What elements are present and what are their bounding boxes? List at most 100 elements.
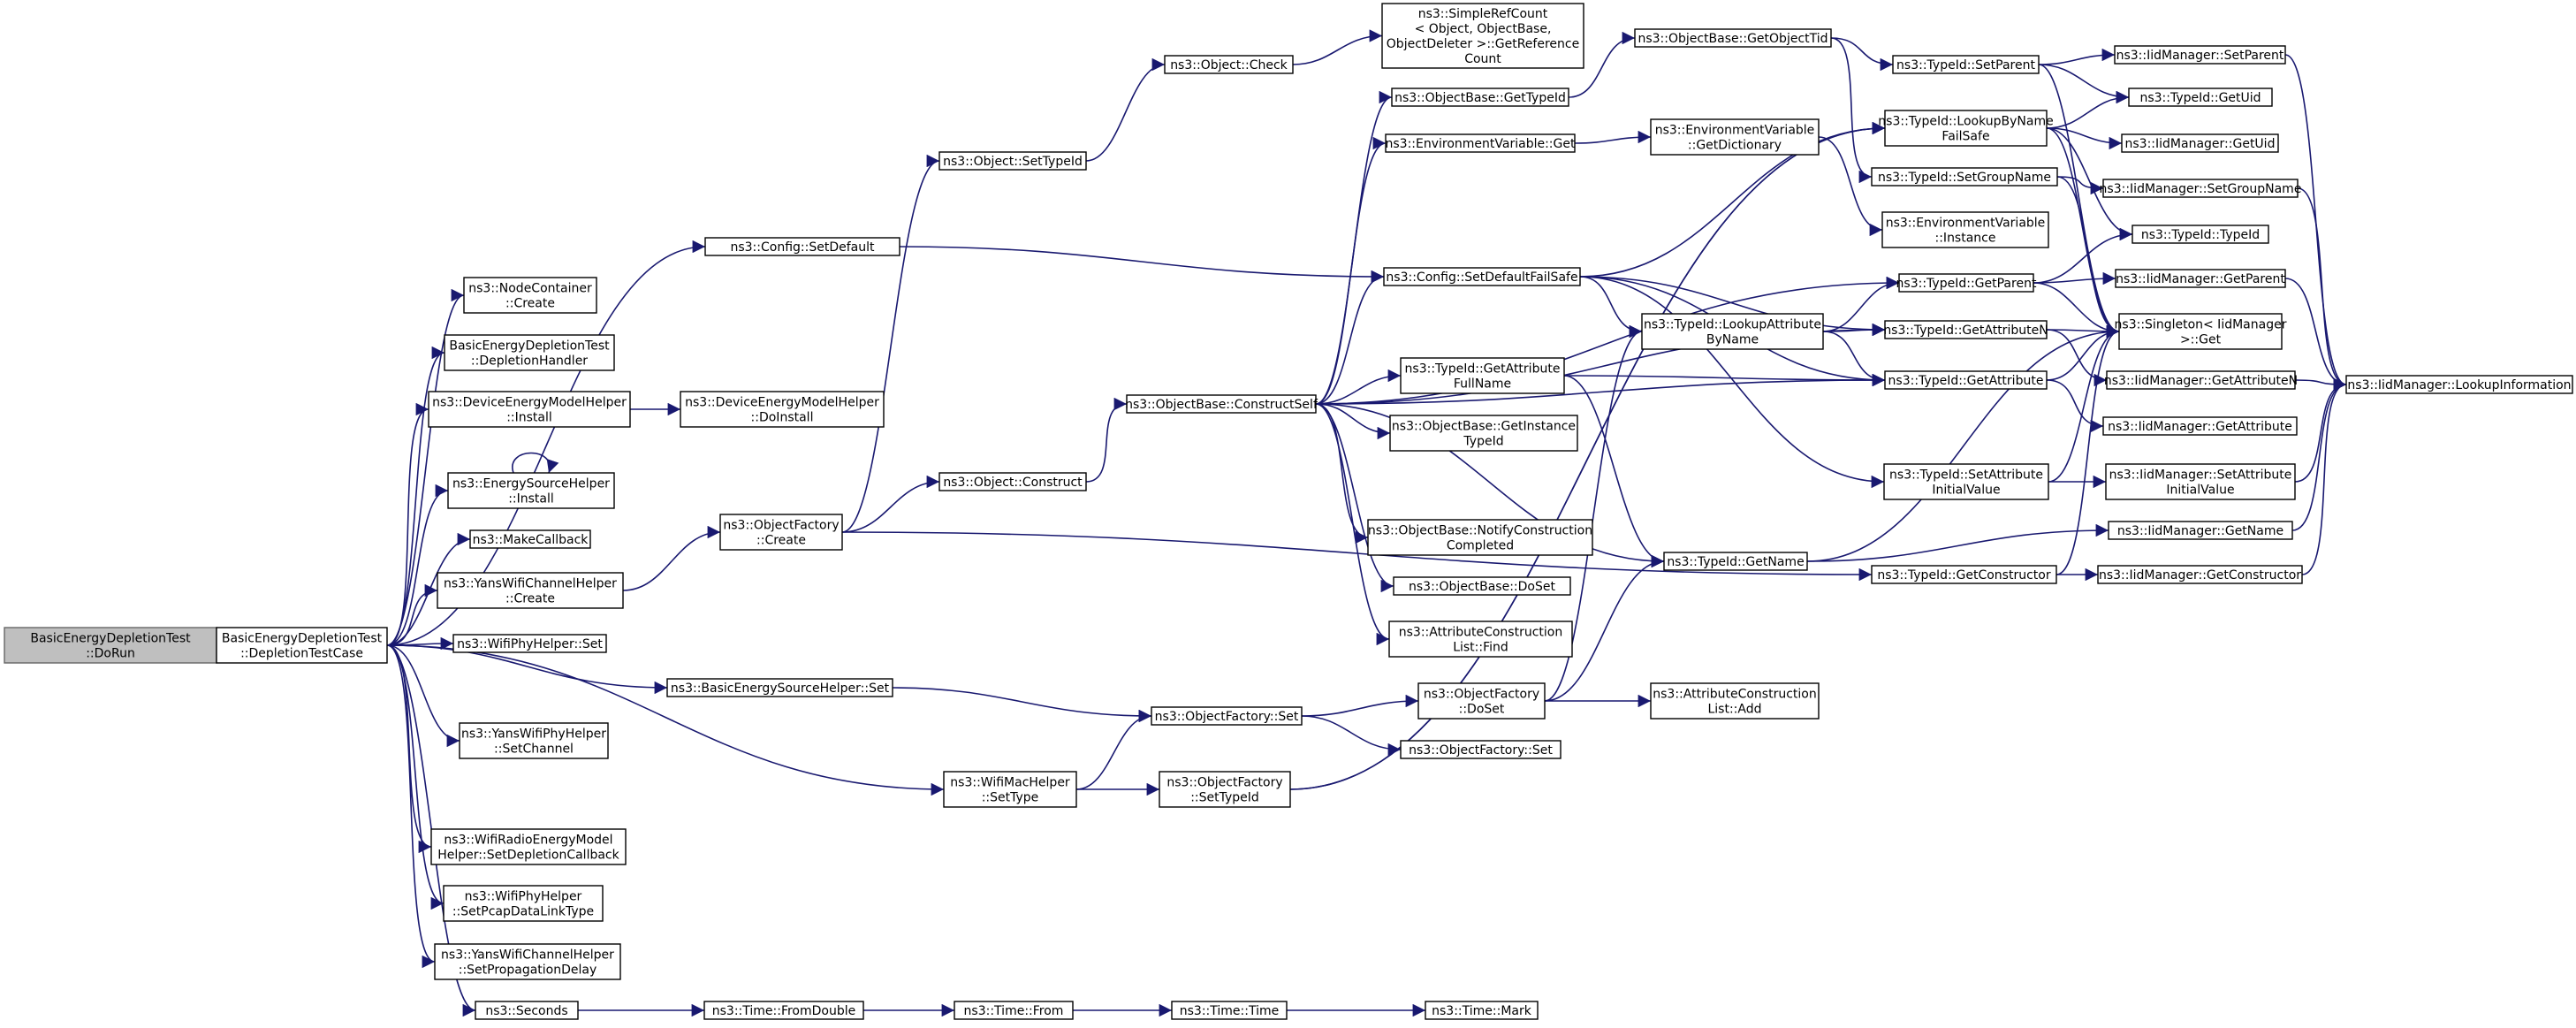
node-label: ::SetPcapDataLinkType [452, 904, 594, 918]
node-label: ns3::WifiMacHelper [950, 775, 1070, 789]
node-time-from-double[interactable]: ns3::Time::FromDouble [703, 1001, 864, 1020]
node-of-set[interactable]: ns3::ObjectFactory::Set [1151, 706, 1303, 726]
node-dep-case[interactable]: BasicEnergyDepletionTest::DepletionTestC… [216, 627, 388, 664]
node-demh-install[interactable]: ns3::DeviceEnergyModelHelper::Install [428, 391, 631, 428]
node-node-create[interactable]: ns3::NodeContainer::Create [463, 277, 597, 314]
node-iid-get-attr-n[interactable]: ns3::IidManager::GetAttributeN [2104, 370, 2298, 390]
node-label: InitialValue [2166, 483, 2234, 497]
node-box [2108, 521, 2293, 540]
node-iid-set-group-name[interactable]: ns3::IidManager::SetGroupName [2100, 179, 2302, 198]
node-src-get-ref[interactable]: ns3::SimpleRefCount< Object, ObjectBase,… [1381, 3, 1584, 69]
node-wph-set[interactable]: ns3::WifiPhyHelper::Set [452, 634, 607, 653]
node-tid-type-id[interactable]: ns3::TypeId::TypeId [2131, 225, 2269, 244]
edge-tid-get-name-to-singleton-get [1806, 324, 2120, 562]
node-ob-get-object-tid[interactable]: ns3::ObjectBase::GetObjectTid [1634, 28, 1832, 48]
node-time-time[interactable]: ns3::Time::Time [1171, 1001, 1288, 1020]
node-dep-handler[interactable]: BasicEnergyDepletionTest::DepletionHandl… [444, 334, 615, 371]
node-of-set-type-id[interactable]: ns3::ObjectFactory::SetTypeId [1159, 771, 1291, 808]
node-box [1634, 28, 1832, 48]
node-box [1898, 273, 2034, 293]
node-ywch-prop[interactable]: ns3::YansWifiChannelHelper::SetPropagati… [434, 943, 621, 980]
node-label: ns3::EnvironmentVariable [1655, 123, 1815, 137]
node-label: ns3::IidManager::SetGroupName [2100, 182, 2302, 196]
node-box [428, 391, 631, 428]
node-iid-get-ctor[interactable]: ns3::IidManager::GetConstructor [2097, 565, 2303, 584]
node-time-from[interactable]: ns3::Time::From [954, 1001, 1074, 1020]
node-obj-construct[interactable]: ns3::Object::Construct [938, 472, 1087, 491]
node-env-get[interactable]: ns3::EnvironmentVariable::Get [1385, 133, 1576, 153]
node-ob-get-type-id[interactable]: ns3::ObjectBase::GetTypeId [1391, 88, 1569, 107]
node-make-callback[interactable]: ns3::MakeCallback [469, 529, 591, 549]
node-demh-do-install[interactable]: ns3::DeviceEnergyModelHelper::DoInstall [680, 391, 885, 428]
node-cfg-set-default-fs[interactable]: ns3::Config::SetDefaultFailSafe [1383, 267, 1581, 286]
node-tid-get-name[interactable]: ns3::TypeId::GetName [1663, 552, 1808, 571]
node-tid-set-group-name[interactable]: ns3::TypeId::SetGroupName [1871, 167, 2058, 187]
edge-dep-case-to-wremh [386, 644, 432, 854]
node-box [2345, 375, 2573, 394]
node-seconds[interactable]: ns3::Seconds [475, 1001, 579, 1020]
edge-cfg-set-default-fs-to-tid-lookup-attr [1579, 276, 1643, 339]
edge-dep-case-to-cfg-set-default [386, 240, 706, 646]
node-env-instance[interactable]: ns3::EnvironmentVariable::Instance [1881, 211, 2049, 248]
node-esh-install[interactable]: ns3::EnergySourceHelper::Install [447, 472, 615, 509]
node-iid-get-name[interactable]: ns3::IidManager::GetName [2108, 521, 2293, 540]
node-label: ns3::Object::SetTypeId [943, 155, 1083, 169]
node-label: BasicEnergyDepletionTest [449, 339, 610, 353]
node-box [447, 472, 615, 509]
node-label: ns3::NodeContainer [468, 281, 592, 295]
node-wremh[interactable]: ns3::WifiRadioEnergyModelHelper::SetDepl… [430, 828, 627, 865]
node-box [452, 634, 607, 653]
node-do-run[interactable]: BasicEnergyDepletionTest::DoRun [4, 627, 217, 664]
node-iid-set-parent[interactable]: ns3::IidManager::SetParent [2114, 45, 2286, 65]
node-label: ns3::BasicEnergySourceHelper::Set [671, 682, 890, 696]
node-label: ns3::IidManager::GetAttributeN [2104, 374, 2298, 388]
node-label: ns3::ObjectFactory [723, 518, 839, 532]
node-bes-set[interactable]: ns3::BasicEnergySourceHelper::Set [666, 678, 893, 697]
node-env-get-dict[interactable]: ns3::EnvironmentVariable::GetDictionary [1650, 118, 1820, 156]
node-label: ns3::IidManager::GetAttribute [2108, 420, 2292, 434]
node-of-create[interactable]: ns3::ObjectFactory::Create [719, 514, 843, 551]
node-label: ns3::TypeId::SetParent [1896, 58, 2035, 72]
node-ywch-create[interactable]: ns3::YansWifiChannelHelper::Create [437, 572, 624, 609]
edge-of-create-to-obj-construct [841, 475, 940, 533]
node-of-set2[interactable]: ns3::ObjectFactory::Set [1400, 740, 1562, 759]
node-label: List::Find [1453, 640, 1508, 654]
node-box [1393, 576, 1571, 596]
node-ob-construct-self[interactable]: ns3::ObjectBase::ConstructSelf [1125, 394, 1318, 414]
node-tid-get-attr[interactable]: ns3::TypeId::GetAttribute [1884, 370, 2048, 390]
node-iid-get-uid[interactable]: ns3::IidManager::GetUid [2121, 133, 2279, 153]
node-label: ns3::Object::Construct [943, 476, 1083, 490]
node-label: ns3::EnergySourceHelper [452, 476, 610, 491]
node-tid-get-uid[interactable]: ns3::TypeId::GetUid [2128, 88, 2273, 107]
node-label: ns3::IidManager::GetConstructor [2099, 568, 2301, 583]
node-wph-pcap[interactable]: ns3::WifiPhyHelper::SetPcapDataLinkType [443, 885, 604, 922]
node-ywph-set-channel[interactable]: ns3::YansWifiPhyHelper::SetChannel [459, 722, 609, 759]
node-obj-set-type-id[interactable]: ns3::Object::SetTypeId [938, 151, 1087, 171]
node-ob-do-set[interactable]: ns3::ObjectBase::DoSet [1393, 576, 1571, 596]
node-tid-get-parent[interactable]: ns3::TypeId::GetParent [1896, 273, 2037, 293]
node-obj-check[interactable]: ns3::Object::Check [1164, 55, 1294, 74]
node-singleton-get[interactable]: ns3::Singleton< IidManager>::Get [2115, 313, 2287, 350]
node-box [434, 943, 621, 980]
node-iid-lookup-info[interactable]: ns3::IidManager::LookupInformation [2345, 375, 2573, 394]
node-tid-set-parent[interactable]: ns3::TypeId::SetParent [1892, 55, 2040, 74]
node-tid-get-ctor[interactable]: ns3::TypeId::GetConstructor [1871, 565, 2057, 584]
node-time-mark[interactable]: ns3::Time::Mark [1425, 1001, 1539, 1020]
node-iid-get-attr[interactable]: ns3::IidManager::GetAttribute [2102, 416, 2298, 436]
node-cfg-set-default[interactable]: ns3::Config::SetDefault [704, 237, 900, 256]
node-tid-get-attr-n[interactable]: ns3::TypeId::GetAttributeN [1883, 320, 2048, 339]
node-ob-notify[interactable]: ns3::ObjectBase::NotifyConstructionCompl… [1367, 519, 1593, 556]
node-wmh-set-type[interactable]: ns3::WifiMacHelper::SetType [943, 771, 1077, 808]
node-label: ::Create [756, 533, 806, 547]
node-of-do-set[interactable]: ns3::ObjectFactory::DoSet [1417, 682, 1546, 720]
node-label: ns3::ObjectBase::NotifyConstruction [1368, 523, 1592, 537]
node-iid-get-parent[interactable]: ns3::IidManager::GetParent [2115, 269, 2286, 288]
node-iid-set-attr-init[interactable]: ns3::IidManager::SetAttributeInitialValu… [2105, 463, 2296, 500]
